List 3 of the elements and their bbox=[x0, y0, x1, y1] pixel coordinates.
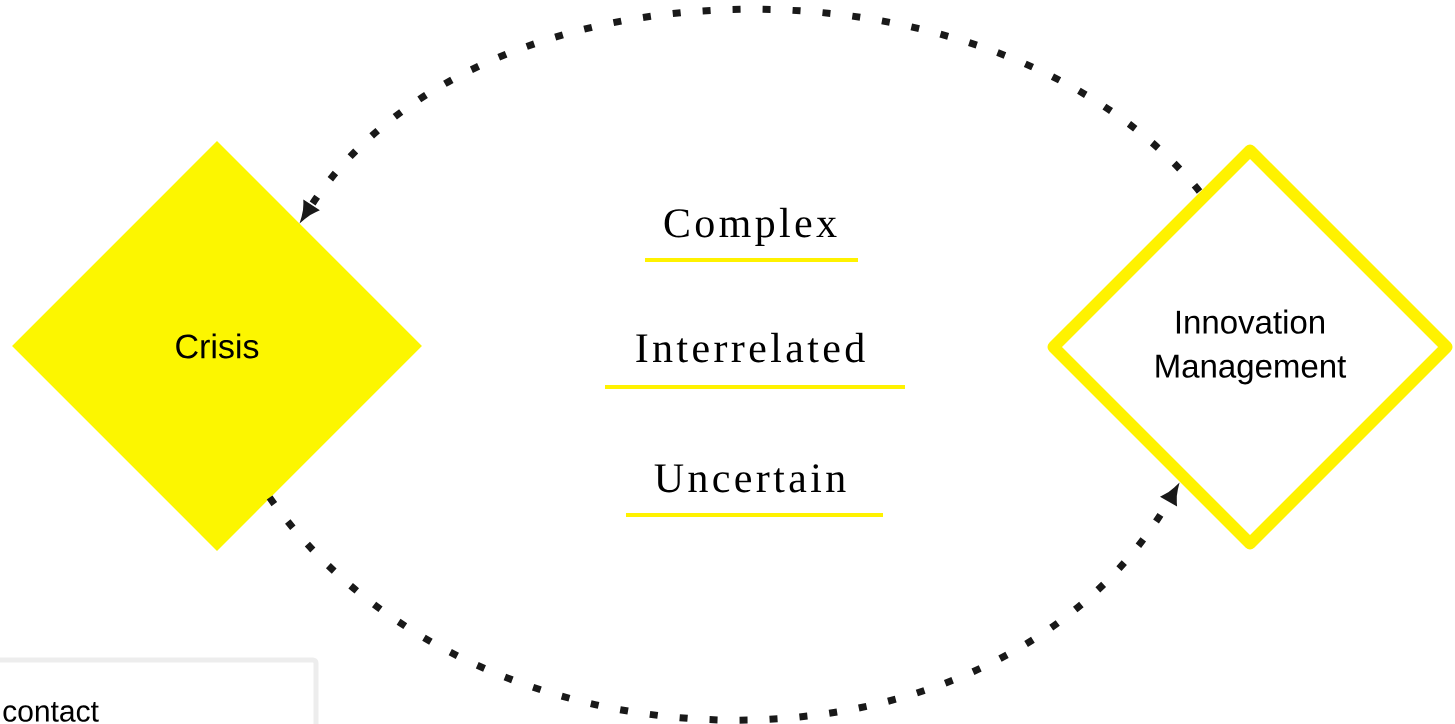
label-text: Interrelated bbox=[636, 332, 865, 363]
label-text: Uncertain bbox=[654, 464, 846, 493]
contact-panel: contact bbox=[0, 657, 319, 724]
